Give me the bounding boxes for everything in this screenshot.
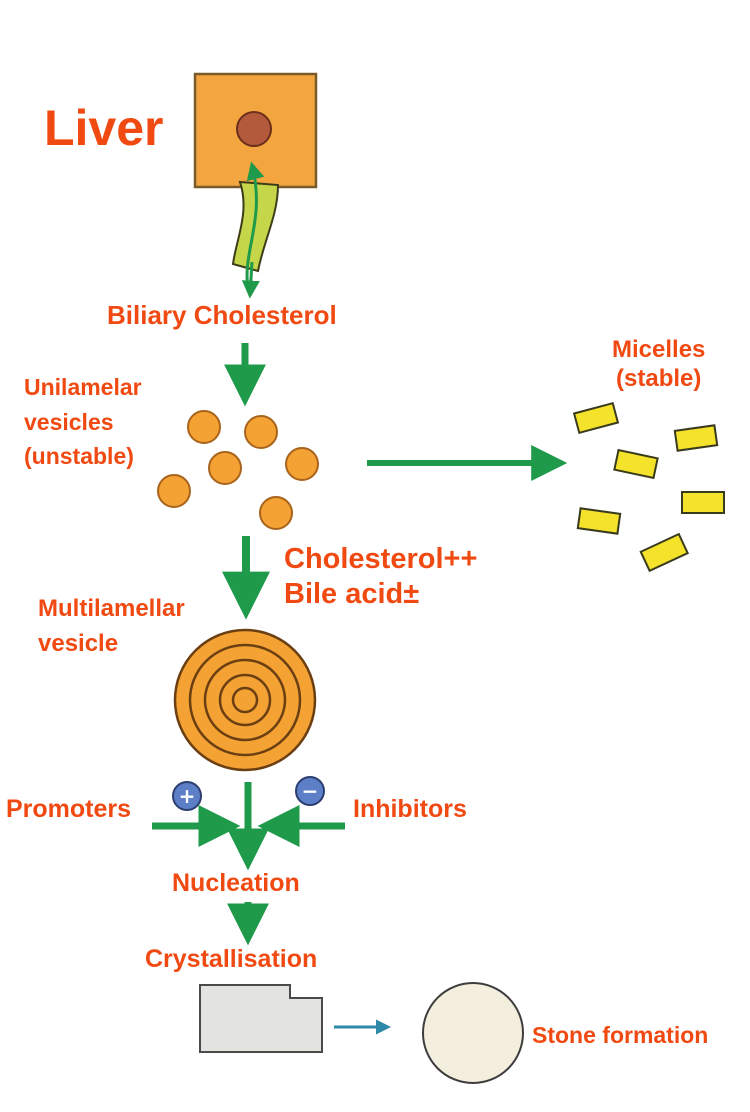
multilamellar-line-2: vesicle (38, 629, 119, 657)
micelle (681, 491, 725, 514)
multilamellar-vesicle (173, 628, 317, 772)
multilamellar-line-1: Multilamellar (38, 595, 185, 622)
micelle (613, 448, 659, 480)
micelle (639, 532, 690, 573)
vesicle (244, 415, 278, 449)
vesicle (208, 451, 242, 485)
plus-sign: + (179, 784, 196, 808)
micelle (673, 424, 719, 452)
plus-badge: + (172, 781, 202, 811)
duct-outflow-arrow (241, 261, 260, 299)
unilamelar-line-3: (unstable) (24, 443, 134, 469)
vesicle (187, 410, 221, 444)
inhibitors-label: Inhibitors (353, 795, 467, 823)
minus-badge: − (295, 776, 325, 806)
unilamelar-vesicles-label: Unilamelar vesicles (unstable) (24, 370, 142, 474)
unilamelar-line-2: vesicles (24, 408, 114, 435)
liver-nucleus (236, 111, 272, 147)
vesicle (285, 447, 319, 481)
micelles (572, 401, 725, 573)
vesicle (259, 496, 293, 530)
unilamelar-line-1: Unilamelar (24, 374, 142, 400)
liver-title: Liver (44, 100, 164, 156)
cholesterol-line: Cholesterol++ (284, 543, 478, 575)
bile-acid-line: Bile acid± (284, 577, 420, 610)
minus-sign: − (302, 779, 319, 803)
stone-formation-label: Stone formation (532, 1022, 709, 1048)
micelle (576, 507, 622, 535)
duct-arrow (245, 161, 265, 291)
gallstone (422, 982, 524, 1084)
vesicle (157, 474, 191, 508)
multilamellar-vesicle-label: Multilamellar vesicle (38, 592, 185, 662)
micelle (572, 401, 620, 435)
crystallisation-label: Crystallisation (145, 945, 318, 973)
unilamelar-vesicles (157, 410, 319, 530)
crystal-shape (199, 984, 323, 1053)
micelles-label: Micelles (stable) (612, 336, 705, 394)
biliary-cholesterol-label: Biliary Cholesterol (107, 300, 337, 330)
cholesterol-bile-acid-label: Cholesterol++ Bile acid± (284, 542, 477, 612)
micelles-line-1: Micelles (612, 336, 706, 363)
promoters-label: Promoters (6, 795, 132, 823)
nucleation-label: Nucleation (172, 869, 300, 897)
micelles-line-2: (stable) (616, 364, 702, 392)
